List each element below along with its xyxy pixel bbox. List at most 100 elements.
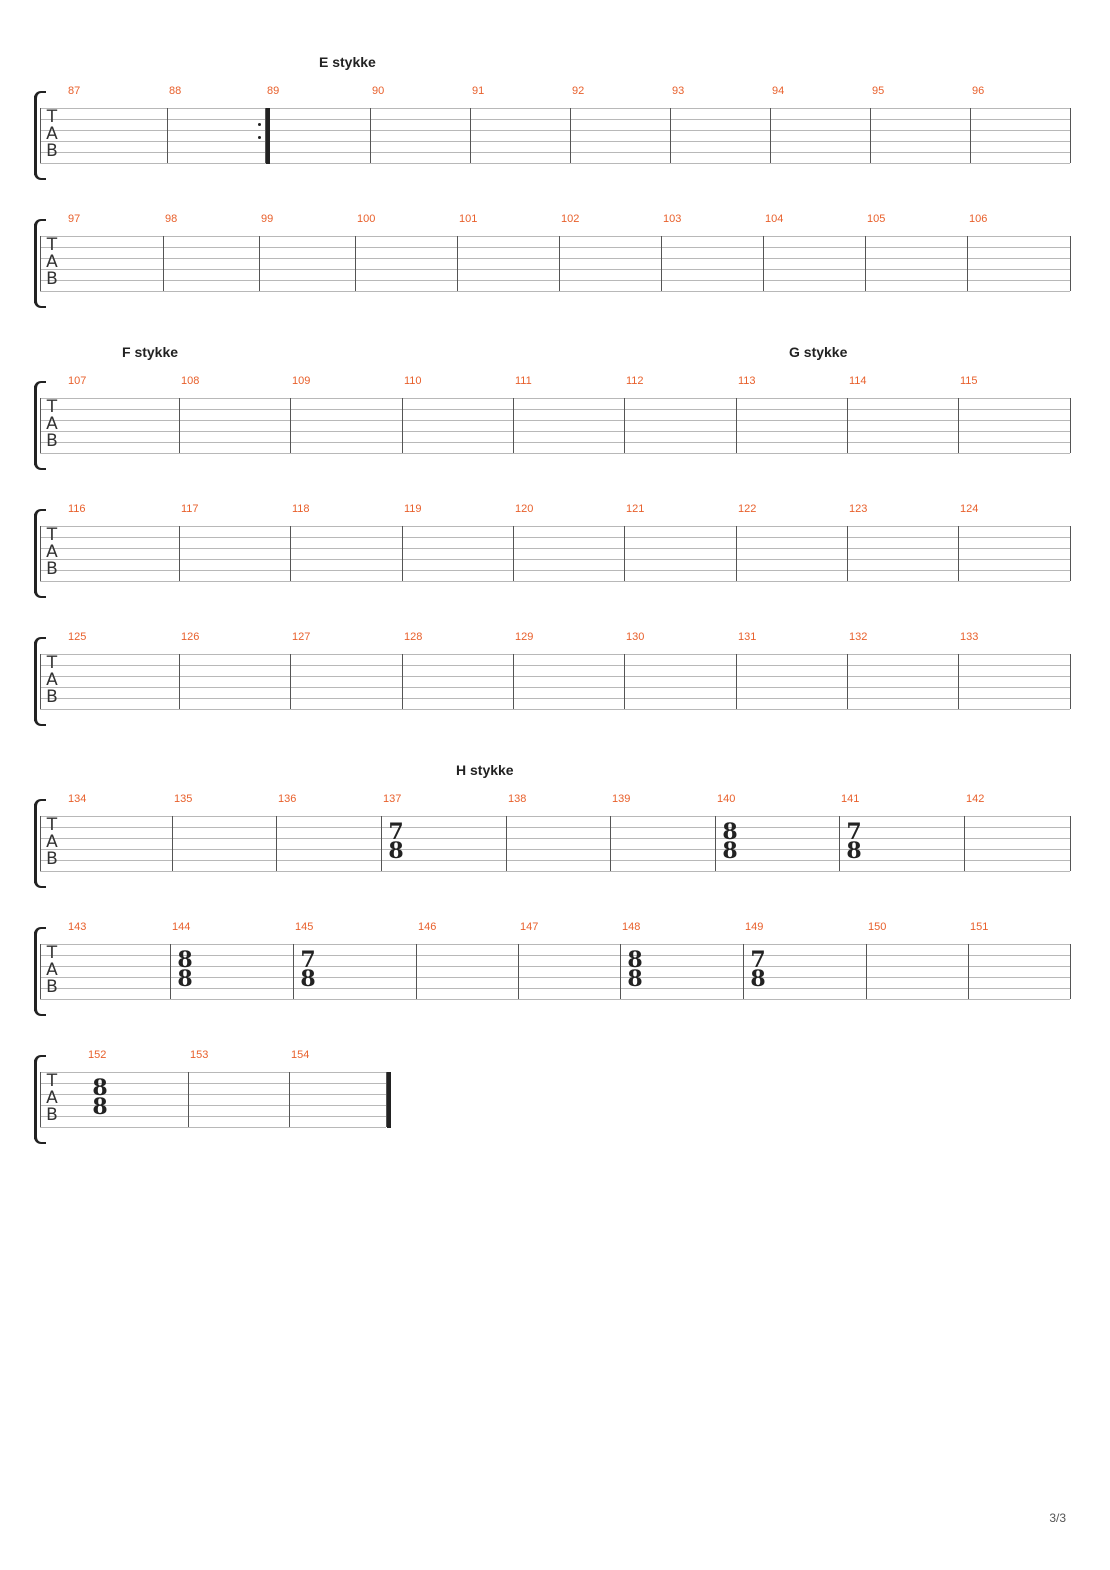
staff-line (40, 665, 1070, 666)
measure-number: 121 (626, 503, 645, 515)
measure-number: 116 (68, 503, 86, 515)
staff-line (40, 654, 1070, 655)
measure-number: 140 (717, 793, 736, 805)
barline (736, 654, 737, 709)
barline-start (40, 1072, 41, 1127)
staff-line (40, 269, 1070, 270)
barline (770, 108, 771, 163)
measure-number: 108 (181, 375, 200, 387)
staff-line (40, 570, 1070, 571)
time-signature-denominator: 8 (846, 838, 862, 864)
measure-number: 98 (165, 213, 178, 225)
measure-number: 134 (68, 793, 87, 805)
barline (847, 654, 848, 709)
section-label: H stykke (456, 762, 514, 778)
measure-number: 141 (841, 793, 860, 805)
measure-number: 143 (68, 921, 87, 933)
barline (570, 108, 571, 163)
staff-line (40, 548, 1070, 549)
measure-number: 135 (174, 793, 193, 805)
measure-number: 149 (745, 921, 764, 933)
barline (163, 236, 164, 291)
staff-line (40, 258, 1070, 259)
barline (513, 654, 514, 709)
measure-number: 148 (622, 921, 641, 933)
measure-number: 102 (561, 213, 580, 225)
measure-number: 100 (357, 213, 376, 225)
measure-number: 115 (960, 375, 978, 387)
barline (370, 108, 371, 163)
measure-number: 105 (867, 213, 886, 225)
barline (290, 398, 291, 453)
measure-number: 114 (849, 375, 867, 387)
measure-number: 122 (738, 503, 757, 515)
barline (1070, 654, 1071, 709)
measure-number: 144 (172, 921, 191, 933)
barline (958, 398, 959, 453)
staff-line (40, 687, 1070, 688)
time-signature-denominator: 8 (722, 838, 738, 864)
time-signature-numerator: 8 (627, 947, 643, 973)
measure-number: 123 (849, 503, 868, 515)
measure-number: 126 (181, 631, 200, 643)
measure-number: 146 (418, 921, 437, 933)
measure-number: 124 (960, 503, 979, 515)
measure-number: 88 (169, 85, 182, 97)
measure-number: 147 (520, 921, 539, 933)
barline (457, 236, 458, 291)
staff-line (40, 955, 1070, 956)
staff-line (40, 559, 1070, 560)
staff-line (40, 247, 1070, 248)
tab-clef-letter: A (46, 1088, 58, 1108)
barline (958, 654, 959, 709)
barline-start (40, 654, 41, 709)
barline (624, 398, 625, 453)
section-label: G stykke (789, 344, 848, 360)
time-signature-denominator: 8 (627, 966, 643, 992)
tab-clef-letter: B (46, 849, 58, 869)
staff-bracket (34, 1055, 46, 1144)
barline (1070, 108, 1071, 163)
measure-number: 151 (970, 921, 989, 933)
measure-number: 117 (181, 503, 199, 515)
time-signature-denominator: 8 (177, 966, 193, 992)
staff-line (40, 453, 1070, 454)
staff-line (40, 409, 1070, 410)
staff-line (40, 1105, 386, 1106)
measure-number: 96 (972, 85, 985, 97)
staff-line (40, 163, 1070, 164)
time-signature-numerator: 8 (92, 1075, 108, 1101)
barline (293, 944, 294, 999)
barline (715, 816, 716, 871)
barline (179, 526, 180, 581)
staff-line (40, 944, 1070, 945)
barline (167, 108, 168, 163)
tab-clef-letter: T (46, 107, 58, 127)
measure-number: 132 (849, 631, 868, 643)
barline (289, 1072, 290, 1127)
tab-clef-letter: B (46, 559, 58, 579)
measure-number: 154 (291, 1049, 310, 1061)
staff-line (40, 119, 1070, 120)
barline (610, 816, 611, 871)
barline (763, 236, 764, 291)
measure-number: 119 (404, 503, 422, 515)
staff-line (40, 1072, 386, 1073)
measure-number: 138 (508, 793, 527, 805)
staff-line (40, 1116, 386, 1117)
barline (865, 236, 866, 291)
barline (513, 398, 514, 453)
tab-clef-letter: B (46, 141, 58, 161)
staff-line (40, 152, 1070, 153)
measure-number: 90 (372, 85, 385, 97)
staff-bracket (34, 91, 46, 180)
staff-line (40, 816, 1070, 817)
barline (847, 398, 848, 453)
measure-number: 145 (295, 921, 314, 933)
measure-number: 106 (969, 213, 988, 225)
repeat-dot (258, 136, 261, 139)
staff-line (40, 709, 1070, 710)
